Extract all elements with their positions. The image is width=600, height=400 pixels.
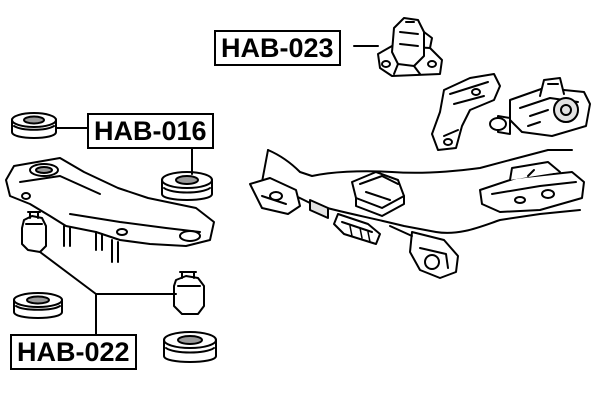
leader-hab-022-a [39,251,97,295]
subframe-bracket [5,157,215,263]
bushing-hab-016-top [11,112,57,139]
part-label-hab-016[interactable]: HAB-016 [87,113,214,149]
subframe-chassis [249,149,585,279]
bushing-hab-022-stud [173,271,205,315]
bushing-hab-022-mounted [21,211,47,253]
engine-mount-hab-023 [377,17,443,77]
bushing-hab-022-bottom [163,331,217,363]
part-label-hab-022[interactable]: HAB-022 [10,334,137,370]
leader-lines [39,45,379,335]
engine-mount-bracket [431,73,501,151]
bushing-hab-022-loose [13,292,63,319]
engine-mount-assembly [489,77,591,137]
bushing-hab-016-side [161,171,213,201]
part-label-hab-023[interactable]: HAB-023 [214,30,341,66]
